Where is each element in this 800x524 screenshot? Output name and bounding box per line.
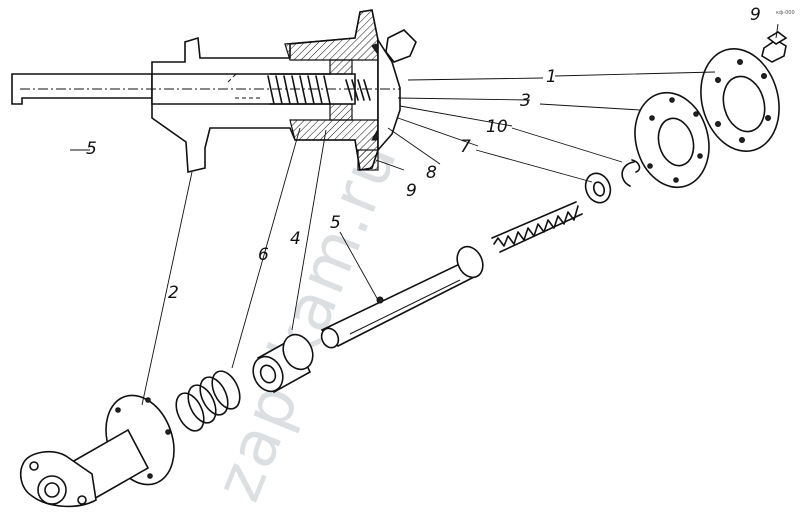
assembled-section: [11, 9, 417, 173]
label-9-top: 9: [750, 5, 761, 25]
spring-6: [175, 370, 241, 432]
label-9-bottom: 9: [406, 181, 417, 201]
spring-8: [491, 201, 583, 253]
spring-assembled: [267, 73, 331, 105]
label-7: 7: [460, 137, 471, 157]
housing-wall-top: [284, 9, 379, 61]
leader-lines: [70, 23, 779, 406]
bolt-top: [385, 29, 417, 63]
flange-1: [700, 48, 780, 152]
washer-7: [584, 172, 612, 204]
housing-2: [19, 394, 175, 508]
shaft-5: [320, 245, 484, 349]
gasket-3: [634, 91, 710, 189]
label-2: 2: [168, 283, 179, 303]
bolt-9: [761, 31, 788, 63]
snap-ring-10: [621, 159, 641, 187]
shaft-hidden-end: [227, 73, 260, 99]
cup-section-top: [329, 59, 353, 75]
cup-section-bottom: [329, 103, 353, 121]
inner-spring: [345, 79, 371, 101]
label-5-top: 5: [86, 139, 97, 159]
label-8: 8: [426, 163, 437, 183]
bolt-bottom: [357, 149, 379, 171]
label-3: 3: [520, 91, 531, 111]
label-10: 10: [486, 117, 508, 137]
label-1: 1: [546, 67, 557, 87]
cup-4: [252, 333, 314, 394]
label-5-mid: 5: [330, 213, 341, 233]
label-4: 4: [290, 229, 301, 249]
label-6: 6: [258, 245, 269, 265]
corner-code: кф-000: [776, 10, 795, 16]
